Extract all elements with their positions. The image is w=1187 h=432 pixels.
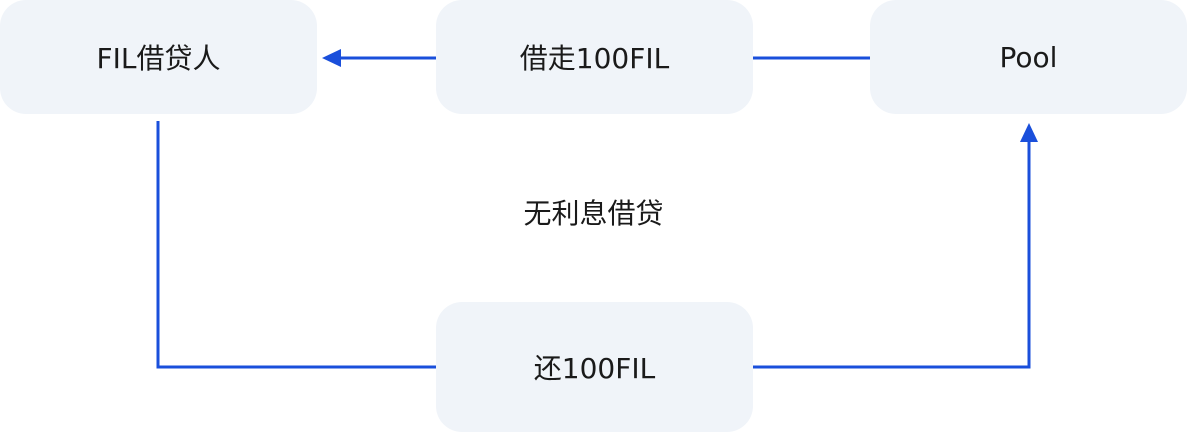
center-label: 无利息借贷 bbox=[523, 197, 664, 230]
line-borrower-to-repay bbox=[156, 121, 436, 369]
arrowhead-left-icon bbox=[322, 49, 341, 67]
node-borrower: FIL借贷人 bbox=[0, 0, 317, 114]
arrow-repay-to-pool bbox=[753, 138, 1031, 369]
node-borrow: 借走100FIL bbox=[436, 0, 753, 114]
arrowhead-up-icon bbox=[1020, 123, 1038, 142]
node-repay: 还100FIL bbox=[436, 302, 753, 432]
node-pool: Pool bbox=[870, 0, 1187, 114]
